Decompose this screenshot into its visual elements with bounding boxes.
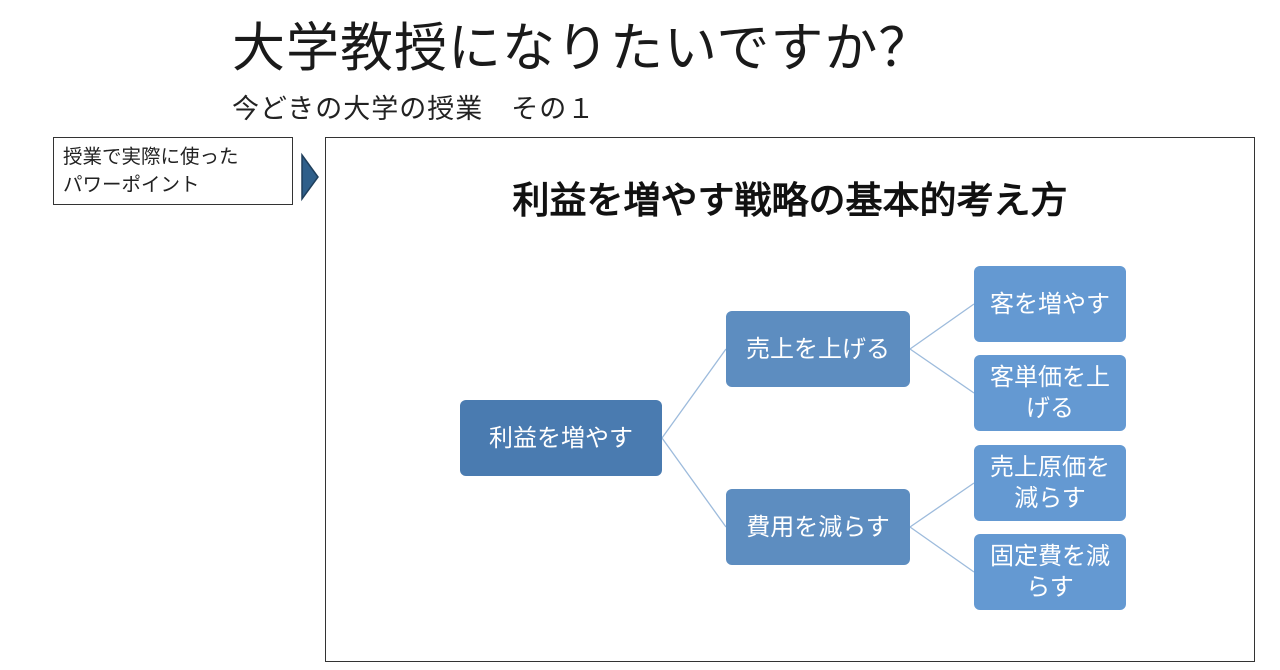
slide-frame: 利益を増やす戦略の基本的考え方 利益を増やす 売上を上げる 費用を減らす 客を増…: [325, 137, 1255, 662]
node-leaf-1-2: 客単価を上 げる: [974, 355, 1126, 431]
connector-root-to-branch-2: [661, 437, 727, 528]
note-line-2: パワーポイント: [63, 173, 200, 196]
note-box: 授業で実際に使った パワーポイント: [53, 137, 293, 205]
page-subtitle: 今どきの大学の授業 その１: [232, 94, 596, 125]
connector-lines: [661, 303, 975, 573]
node-branch-1: 売上を上げる: [726, 311, 910, 387]
node-root: 利益を増やす: [460, 400, 662, 476]
node-leaf-2-1: 売上原価を 減らす: [974, 445, 1126, 521]
node-branch-2: 費用を減らす: [726, 489, 910, 565]
right-arrow-icon: [301, 152, 319, 202]
connector-branch-2-to-leaf-1: [909, 482, 975, 528]
connector-root-to-branch-1: [661, 348, 727, 439]
node-leaf-1-1: 客を増やす: [974, 266, 1126, 342]
note-line-1: 授業で実際に使った: [63, 145, 239, 168]
node-leaf-2-2: 固定費を減 らす: [974, 534, 1126, 610]
slide-title: 利益を増やす戦略の基本的考え方: [512, 179, 1068, 222]
connector-branch-2-to-leaf-2: [909, 526, 975, 573]
page-title: 大学教授になりたいですか？: [232, 18, 933, 79]
connector-branch-1-to-leaf-1: [909, 303, 975, 350]
connector-branch-1-to-leaf-2: [909, 348, 975, 394]
